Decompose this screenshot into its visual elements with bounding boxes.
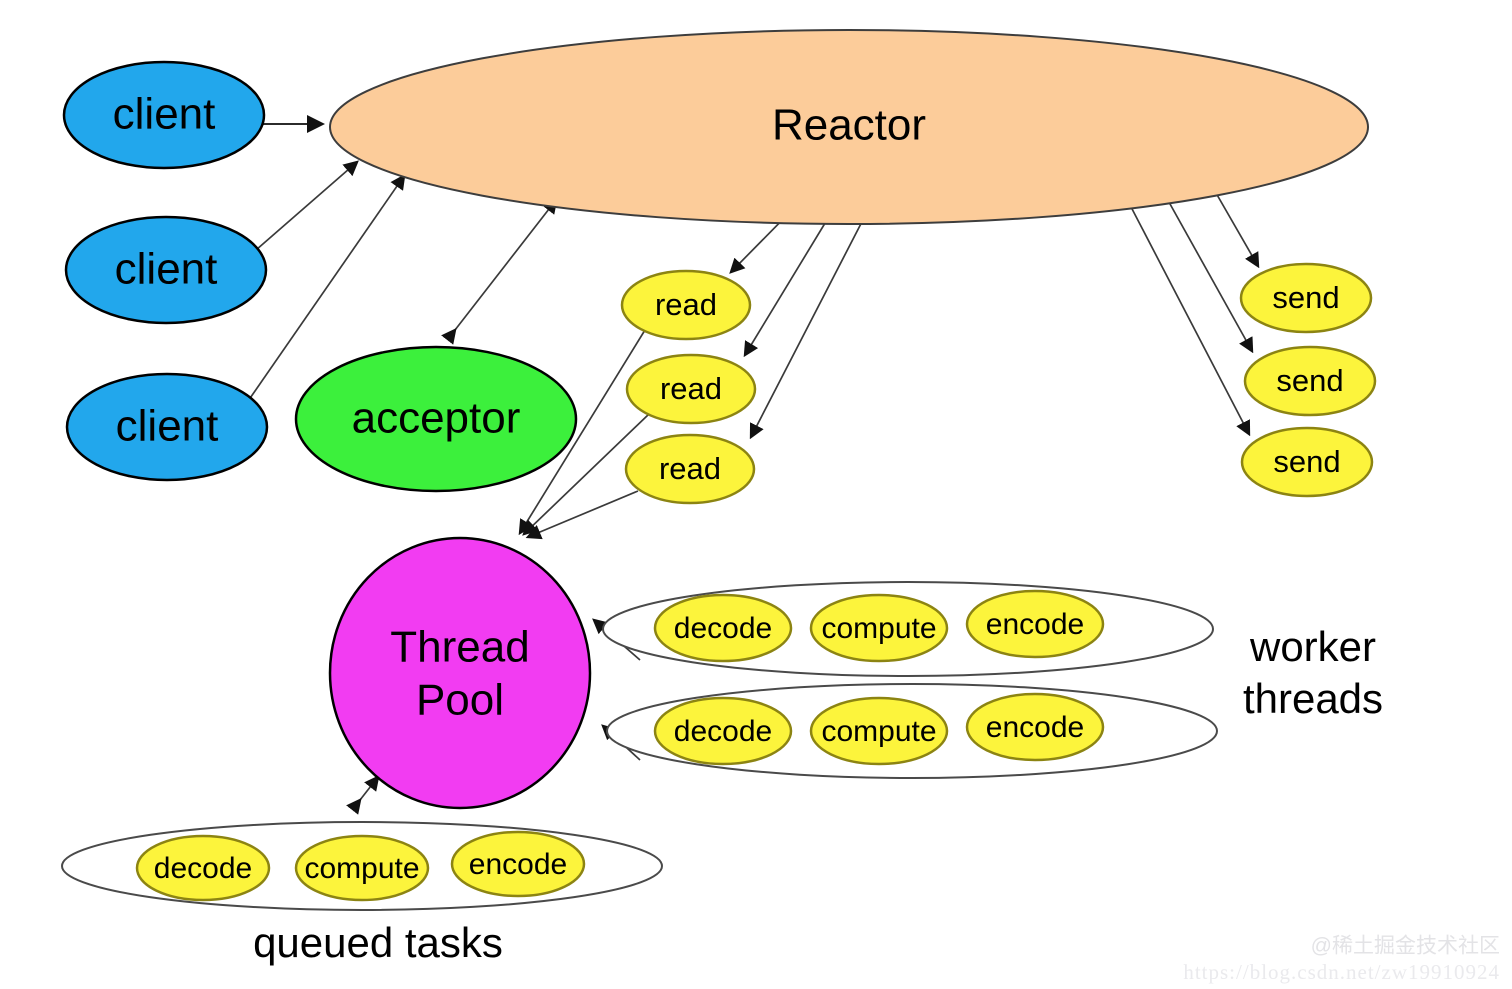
worker-task-encode-row1[interactable]: encode	[965, 589, 1105, 659]
worker-task-decode-row2[interactable]: decode	[653, 696, 793, 766]
edge-reactor-to-send1	[1215, 192, 1260, 269]
edge-reactor-to-read2	[743, 209, 834, 358]
worker-threads-label-line2: threads	[1243, 675, 1383, 722]
read-node-2[interactable]: read	[625, 353, 757, 425]
send-label: send	[1273, 444, 1340, 479]
read-label: read	[660, 371, 722, 406]
edge-reactor-acceptor-bidirectional	[441, 197, 558, 345]
worker-task-compute-row1[interactable]: compute	[809, 593, 949, 663]
task-label: compute	[821, 715, 936, 748]
send-label: send	[1272, 280, 1339, 315]
worker-task-compute-row2[interactable]: compute	[809, 696, 949, 766]
send-label: send	[1276, 363, 1343, 398]
client-node-3[interactable]: client	[65, 372, 269, 482]
queued-task-decode[interactable]: decode	[135, 834, 271, 902]
read-label: read	[659, 451, 721, 486]
task-label: decode	[674, 715, 772, 748]
edge-reactor-to-read3	[749, 211, 868, 440]
send-node-3[interactable]: send	[1240, 426, 1374, 498]
client-label: client	[115, 245, 218, 294]
watermark-url: https://blog.csdn.net/zw19910924	[1183, 960, 1500, 984]
read-node-1[interactable]: read	[620, 269, 752, 341]
thread-pool-node[interactable]: Thread Pool	[328, 536, 592, 810]
edge-client3-to-reactor	[245, 173, 406, 405]
reactor-label: Reactor	[772, 101, 926, 150]
edge-threadpool-queued-tasks-bidirectional	[346, 774, 380, 815]
queued-tasks-label: queued tasks	[253, 919, 503, 966]
worker-task-decode-row1[interactable]: decode	[653, 593, 793, 663]
send-node-2[interactable]: send	[1243, 345, 1377, 417]
queued-task-encode[interactable]: encode	[450, 830, 586, 898]
acceptor-node[interactable]: acceptor	[294, 345, 578, 493]
task-label: compute	[821, 612, 936, 645]
reactor-node[interactable]: Reactor	[329, 29, 1369, 225]
task-label: encode	[469, 848, 567, 881]
read-node-3[interactable]: read	[624, 433, 756, 505]
client-node-2[interactable]: client	[64, 215, 268, 325]
send-node-1[interactable]: send	[1239, 262, 1373, 334]
queued-task-compute[interactable]: compute	[294, 834, 430, 902]
edge-client2-to-reactor	[255, 160, 359, 251]
task-label: encode	[986, 608, 1084, 641]
client-label: client	[116, 402, 219, 451]
read-label: read	[655, 287, 717, 322]
worker-threads-label-line1: worker	[1249, 623, 1376, 670]
edge-reactor-to-send2	[1159, 185, 1254, 354]
task-label: encode	[986, 711, 1084, 744]
thread-pool-label-line2: Pool	[416, 676, 504, 725]
edge-read1-to-threadpool	[518, 329, 646, 536]
thread-pool-label-line1: Thread	[390, 623, 529, 672]
edge-read2-to-threadpool	[522, 413, 650, 536]
worker-task-encode-row2[interactable]: encode	[965, 692, 1105, 762]
client-node-1[interactable]: client	[62, 60, 266, 170]
task-label: compute	[304, 852, 419, 885]
task-label: decode	[154, 852, 252, 885]
edge-read3-to-threadpool	[525, 490, 639, 540]
watermark-handle: @稀土掘金技术社区	[1311, 935, 1500, 958]
acceptor-label: acceptor	[352, 394, 521, 443]
edge-reactor-to-send3	[1116, 179, 1251, 437]
task-label: decode	[674, 612, 772, 645]
client-label: client	[113, 90, 216, 139]
